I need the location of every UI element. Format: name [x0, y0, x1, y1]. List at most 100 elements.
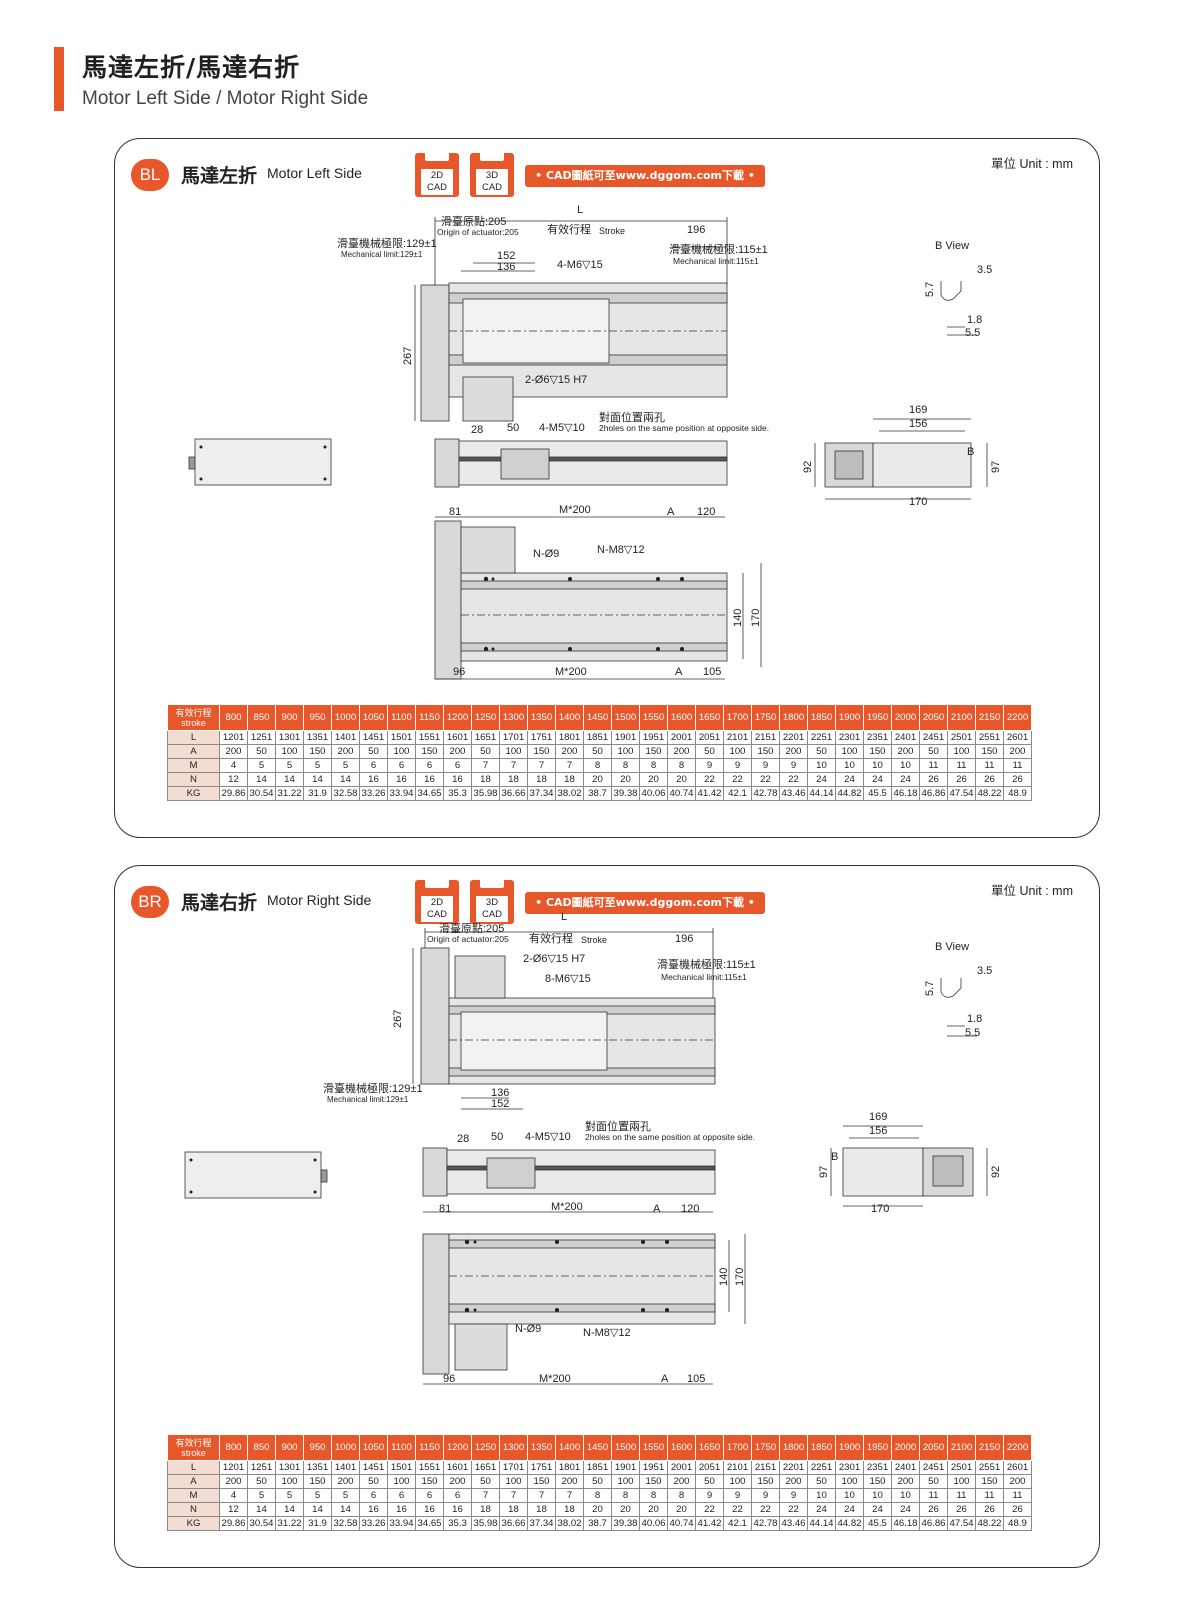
table-cell: 20: [667, 772, 696, 787]
row-label: N: [167, 1502, 220, 1517]
callout-n9: N-Ø9: [515, 1323, 541, 1335]
floppy-icon: [480, 153, 504, 161]
table-cell: 8: [611, 758, 640, 773]
table-cell: 41.42: [695, 786, 724, 801]
table-cell: 50: [583, 1474, 612, 1489]
table-cell: 11: [947, 1488, 976, 1503]
stroke-cell: 1800: [779, 1434, 808, 1461]
b-marker: B: [967, 446, 974, 458]
mech-right-cn: 滑臺機械極限:115±1: [669, 242, 768, 256]
table-cell: 8: [583, 1488, 612, 1503]
table-cell: 1851: [583, 1460, 612, 1475]
stroke-cell: 1100: [387, 704, 416, 731]
table-cell: 6: [359, 758, 388, 773]
table-cell: 2501: [947, 1460, 976, 1475]
table-cell: 24: [835, 1502, 864, 1517]
dim-3-5: 3.5: [977, 965, 992, 977]
stroke-cell: 1750: [751, 1434, 780, 1461]
stroke-cn: 有效行程: [529, 931, 573, 945]
table-cell: 18: [499, 772, 528, 787]
table-cell: 150: [415, 1474, 444, 1489]
table-cell: 2051: [695, 1460, 724, 1475]
stroke-cell: 1250: [471, 704, 500, 731]
mech-right-en: Mechanical limit:115±1: [673, 256, 759, 266]
table-cell: 6: [387, 1488, 416, 1503]
cad-download-link[interactable]: • CAD圖紙可至www.dggom.com下載 •: [525, 892, 765, 914]
table-cell: 7: [471, 758, 500, 773]
table-cell: 150: [303, 1474, 332, 1489]
dim-L: L: [561, 911, 567, 923]
table-cell: 50: [919, 744, 948, 759]
table-cell: 9: [723, 758, 752, 773]
table-cell: 50: [471, 1474, 500, 1489]
table-cell: 5: [303, 1488, 332, 1503]
table-cell: 5: [275, 758, 304, 773]
table-cell: 14: [331, 772, 360, 787]
table-cell: 50: [359, 744, 388, 759]
table-cell: 39.38: [611, 1516, 640, 1531]
table-cell: 46.18: [891, 1516, 920, 1531]
row-label: A: [167, 1474, 220, 1489]
table-cell: 22: [751, 1502, 780, 1517]
dim-m200-top: M*200: [559, 504, 591, 516]
table-cell: 22: [779, 1502, 808, 1517]
table-cell: 41.42: [695, 1516, 724, 1531]
dim-170-bottom: 170: [750, 609, 762, 627]
table-cell: 50: [359, 1474, 388, 1489]
table-cell: 16: [415, 772, 444, 787]
callout-n9: N-Ø9: [533, 548, 559, 560]
table-cell: 50: [919, 1474, 948, 1489]
table-cell: 26: [1003, 772, 1032, 787]
table-cell: 44.14: [807, 1516, 836, 1531]
table-cell: 5: [303, 758, 332, 773]
stroke-cell: 1450: [583, 1434, 612, 1461]
table-cell: 1601: [443, 730, 472, 745]
table-cell: 44.82: [835, 1516, 864, 1531]
table-cell: 50: [807, 1474, 836, 1489]
table-cell: 2251: [807, 730, 836, 745]
table-cell: 24: [891, 772, 920, 787]
table-cell: 200: [219, 1474, 248, 1489]
table-cell: 100: [499, 744, 528, 759]
table-cell: 16: [359, 1502, 388, 1517]
table-cell: 1201: [219, 730, 248, 745]
stroke-cell: 1100: [387, 1434, 416, 1461]
table-cell: 31.22: [275, 786, 304, 801]
table-cell: 39.38: [611, 786, 640, 801]
table-cell: 1951: [639, 730, 668, 745]
table-cell: 2051: [695, 730, 724, 745]
stroke-cell: 1850: [807, 704, 836, 731]
opp-holes-en: 2holes on the same position at opposite …: [585, 1132, 755, 1142]
dim-169: 169: [869, 1111, 887, 1123]
table-cell: 10: [863, 1488, 892, 1503]
stroke-cell: 1400: [555, 1434, 584, 1461]
table-cell: 16: [387, 1502, 416, 1517]
table-cell: 200: [219, 744, 248, 759]
table-cell: 1401: [331, 730, 360, 745]
table-cell: 100: [387, 1474, 416, 1489]
table-cell: 10: [891, 1488, 920, 1503]
origin-cn: 滑臺原點:205: [439, 921, 504, 935]
stroke-en: Stroke: [581, 935, 607, 945]
cad-link-text: CAD圖紙可至www.dggom.com下載: [545, 169, 745, 182]
b-view-label: B View: [935, 941, 969, 953]
table-cell: 18: [527, 1502, 556, 1517]
table-cell: 1601: [443, 1460, 472, 1475]
cad-download-link[interactable]: • CAD圖紙可至www.dggom.com下載 •: [525, 165, 765, 187]
table-cell: 1851: [583, 730, 612, 745]
table-cell: 7: [555, 758, 584, 773]
table-cell: 100: [611, 744, 640, 759]
table-cell: 18: [471, 1502, 500, 1517]
table-cell: 24: [863, 1502, 892, 1517]
stroke-cell: 850: [247, 704, 276, 731]
table-cell: 200: [891, 1474, 920, 1489]
